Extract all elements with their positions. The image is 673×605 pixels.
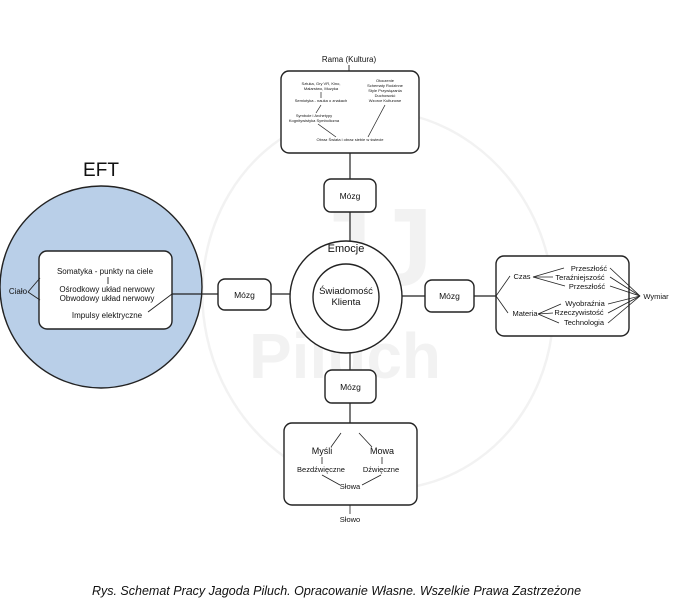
brain-label-left: Mózg [234, 290, 255, 300]
brain-box-bottom [324, 369, 377, 404]
brain-label-right: Mózg [439, 291, 460, 301]
word-voiceless: Bezdźwięczne [297, 465, 345, 474]
brain-box-left [217, 278, 272, 311]
dimension-result: Wymiar [643, 292, 669, 301]
client-awareness-line2: Klienta [331, 297, 361, 308]
word-connectors [321, 432, 383, 514]
dimension-connectors [495, 267, 641, 324]
dimension-matter-imagination: Wyobraźnia [565, 299, 605, 308]
dimension-time: Czas [513, 272, 530, 281]
frame-arts-line2: Malarstwo, Muzyka [304, 86, 339, 91]
frame-box [280, 70, 420, 154]
dimension-time-present: Teraźniejszość [555, 273, 604, 282]
emotions-label: Emocje [328, 243, 365, 255]
word-speech: Mowa [370, 446, 394, 456]
frame-spirituality: Duchowość [375, 93, 396, 98]
frame-connectors [315, 92, 386, 138]
frame-attachment-styles: Style Przywiązania [368, 88, 402, 93]
eft-title: EFT [83, 160, 119, 181]
eft-item-peripheral-nervous: Obwodowy układ nerwowy [60, 294, 155, 303]
word-result: Słowo [340, 515, 360, 524]
word-voiced: Dźwięczne [363, 465, 399, 474]
dimension-matter: Materia [512, 309, 538, 318]
eft-connectors [27, 277, 173, 313]
frame-symbols-line2: Kognitywistyka Symboliczna [289, 118, 340, 123]
frame-family-patterns: Schematy Rodzinne [367, 83, 404, 88]
frame-arts-line1: Sztuka, Gry VR, Kino, [302, 81, 341, 86]
dimension-matter-technology: Technologia [564, 318, 605, 327]
brain-label-top: Mózg [340, 191, 361, 201]
dimension-box [495, 255, 630, 337]
frame-cultural-patterns: Wzorce Kulturowe [369, 98, 402, 103]
eft-item-somatics: Somatyka - punkty na ciele [57, 267, 154, 276]
frame-environment: Otoczenie [376, 78, 395, 83]
frame-symbols-line1: Symbole i Archetypy [296, 113, 332, 118]
word-box [283, 422, 418, 506]
figure-caption: Rys. Schemat Pracy Jagoda Piluch. Opraco… [91, 584, 582, 598]
eft-item-central-nervous: Ośrodkowy układ nerwowy [59, 285, 154, 294]
eft-item-electric-impulses: Impulsy elektryczne [72, 311, 143, 320]
frame-title: Rama (Kultura) [322, 55, 377, 64]
hub-connectors [172, 153, 496, 423]
brain-label-bottom: Mózg [340, 382, 361, 392]
brain-box-top [323, 178, 377, 213]
client-awareness-circle [312, 263, 380, 331]
brain-box-right [424, 279, 475, 313]
eft-inner-box [38, 250, 173, 330]
frame-worldview: Obraz Świata i obraz siebie w świecie [317, 137, 385, 142]
client-awareness-line1: Świadomość [319, 285, 373, 297]
dimension-time-past1: Przeszłość [571, 264, 608, 273]
word-words: Słowa [340, 482, 361, 491]
eft-body-label: Ciało [9, 287, 28, 296]
frame-semiotics: Semiotyka - nauka o znakach [295, 98, 347, 103]
dimension-matter-reality: Rzeczywistość [554, 308, 603, 317]
dimension-time-past2: Przeszłość [569, 282, 606, 291]
word-thoughts: Myśli [312, 446, 333, 456]
